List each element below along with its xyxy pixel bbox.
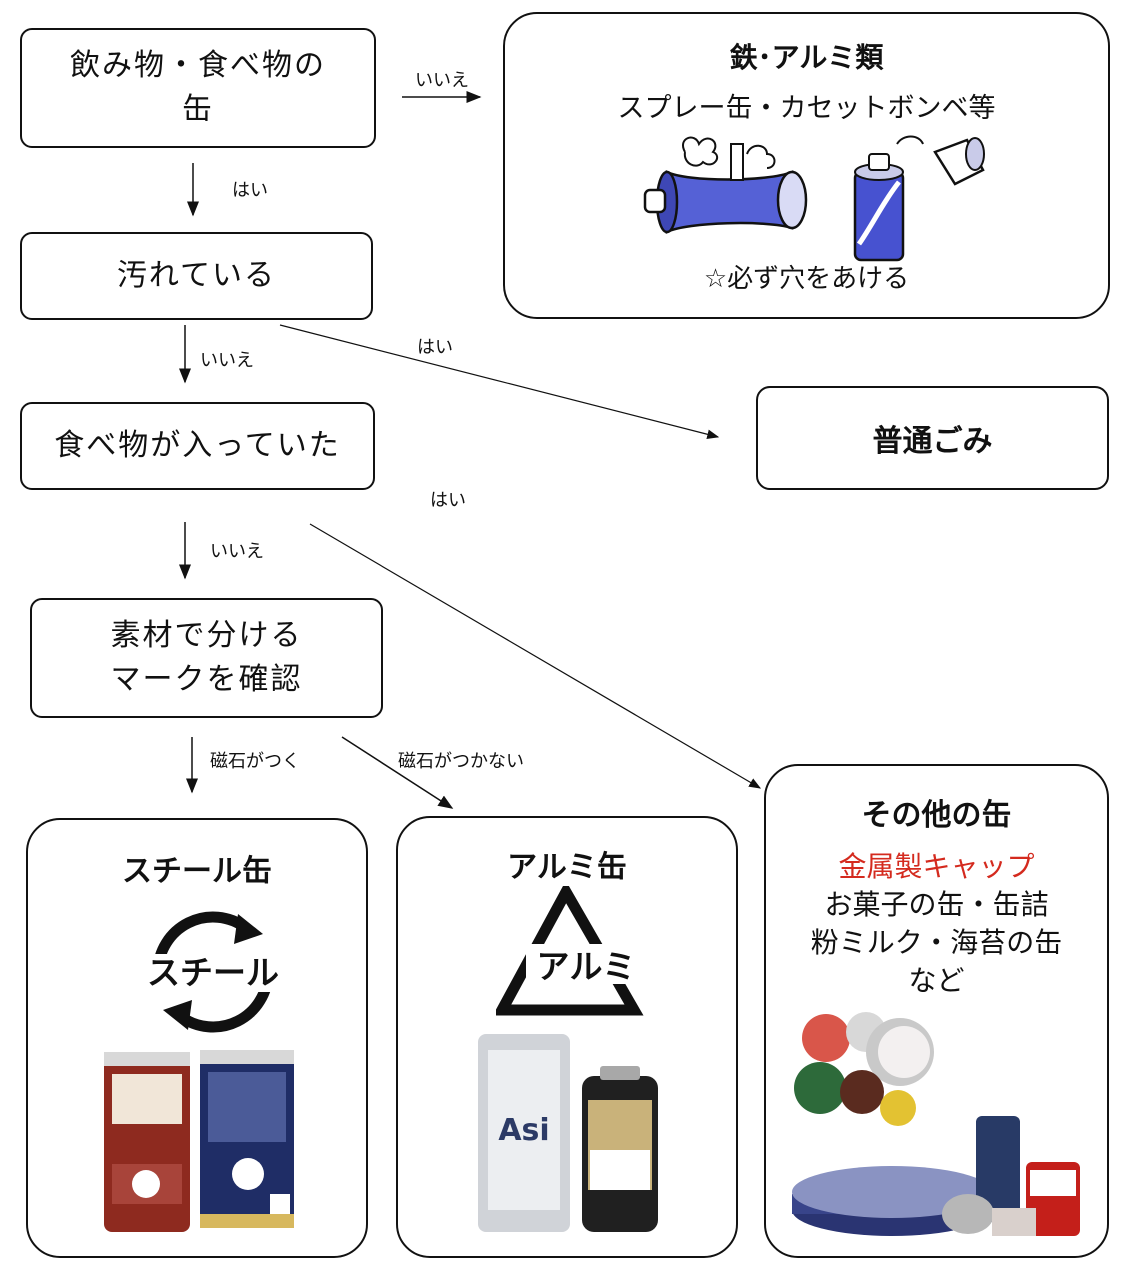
edge-label-magnet-no: 磁石がつかない bbox=[398, 751, 524, 772]
edge-label-q1-no: いいえ bbox=[415, 70, 469, 91]
steel-cans-photo-icon bbox=[104, 1050, 294, 1232]
result-general-waste: 普通ごみ bbox=[756, 386, 1109, 490]
edge-label-q2-no: いいえ bbox=[200, 350, 254, 371]
aluminium-cans-photo-icon: Asi bbox=[478, 1034, 658, 1232]
result-title: 普通ごみ bbox=[872, 424, 993, 459]
question-line-1: 飲み物・食べ物の bbox=[70, 48, 326, 83]
question-contained-food: 食べ物が入っていた bbox=[20, 402, 375, 490]
result-line: お菓子の缶・缶詰 bbox=[824, 888, 1049, 921]
edge-label-q1-yes: はい bbox=[232, 180, 268, 201]
steel-recycle-mark-icon: スチール bbox=[146, 911, 280, 1033]
spray-can-illustration-icon bbox=[643, 135, 985, 262]
edge-label-q3-yes: はい bbox=[430, 490, 466, 511]
result-title: その他の缶 bbox=[861, 798, 1012, 833]
question-line-2: マークを確認 bbox=[110, 662, 303, 697]
result-other-cans: その他の缶 金属製キャップ お菓子の缶・缶詰 粉ミルク・海苔の缶 など bbox=[764, 764, 1109, 1258]
question-food-drink-can: 飲み物・食べ物の 缶 bbox=[20, 28, 376, 148]
result-title: スチール缶 bbox=[122, 854, 272, 889]
result-note: ☆必ず穴をあける bbox=[703, 264, 910, 294]
result-aluminium-can: アルミ缶 アルミ Asi bbox=[396, 816, 738, 1258]
question-line-1: 汚れている bbox=[116, 258, 277, 293]
question-check-material-mark: 素材で分ける マークを確認 bbox=[30, 598, 383, 718]
question-line-2: 缶 bbox=[182, 92, 214, 127]
result-title: 鉄･アルミ類 bbox=[729, 41, 884, 74]
question-line-1: 素材で分ける bbox=[110, 618, 303, 653]
edge-label-q2-yes: はい bbox=[417, 337, 453, 358]
result-title: アルミ缶 bbox=[507, 850, 627, 885]
result-subtitle: スプレー缶・カセットボンベ等 bbox=[617, 93, 996, 124]
arrow-magnet-no bbox=[341, 736, 454, 809]
result-line: など bbox=[908, 964, 965, 997]
steel-mark-text: スチール bbox=[147, 953, 279, 992]
edge-label-magnet-yes: 磁石がつく bbox=[210, 751, 300, 772]
svg-text:Asi: Asi bbox=[498, 1113, 549, 1148]
edge-label-q3-no: いいえ bbox=[210, 541, 264, 562]
result-steel-can: スチール缶 スチール bbox=[26, 818, 368, 1258]
question-line-1: 食べ物が入っていた bbox=[54, 428, 341, 463]
arrow-q3-yes bbox=[309, 523, 762, 789]
result-iron-aluminium: 鉄･アルミ類 スプレー缶・カセットボンベ等 ☆必ず穴をあける bbox=[503, 12, 1110, 319]
aluminium-mark-text: アルミ bbox=[537, 947, 636, 986]
aluminium-recycle-mark-icon: アルミ bbox=[496, 886, 644, 1016]
arrow-q2-yes bbox=[279, 324, 720, 439]
question-dirty: 汚れている bbox=[20, 232, 373, 320]
result-line: 粉ミルク・海苔の缶 bbox=[810, 926, 1063, 959]
other-cans-photo-icon bbox=[792, 1012, 1080, 1236]
result-highlight: 金属製キャップ bbox=[838, 850, 1035, 883]
